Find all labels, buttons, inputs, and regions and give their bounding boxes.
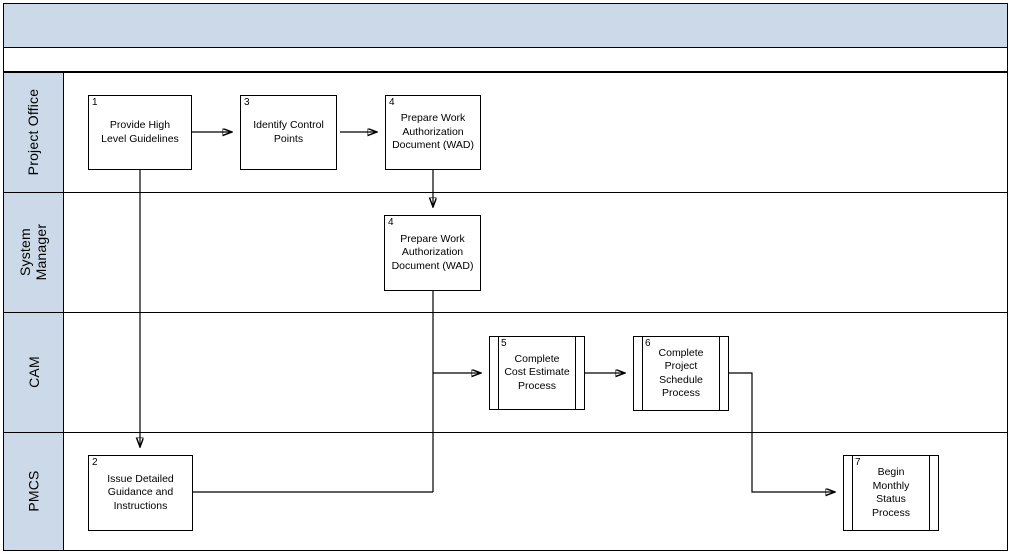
lane-label-system-manager: System Manager — [17, 224, 50, 281]
node-label: Issue Detailed Guidance and Instructions — [107, 472, 174, 512]
node-complete-cost-estimate-process[interactable]: 5 Complete Cost Estimate Process — [489, 336, 585, 410]
node-number: 4 — [389, 97, 395, 108]
lane-header-pmcs: PMCS — [4, 433, 64, 550]
node-provide-high-level-guidelines[interactable]: 1 Provide High Level Guidelines — [88, 95, 192, 170]
phase-band — [3, 48, 1008, 72]
lane-header-project-office: Project Office — [4, 73, 64, 192]
node-number: 7 — [855, 457, 861, 468]
node-issue-detailed-guidance-and-instructions[interactable]: 2 Issue Detailed Guidance and Instructio… — [88, 455, 193, 531]
predefined-bar-right — [929, 456, 930, 530]
node-label: Complete Cost Estimate Process — [504, 352, 570, 392]
node-label: Provide High Level Guidelines — [101, 119, 179, 145]
lane-label-cam: CAM — [25, 356, 42, 389]
lane-header-cam: CAM — [4, 313, 64, 432]
predefined-bar-right — [719, 337, 720, 410]
node-identify-control-points[interactable]: 3 Identify Control Points — [240, 95, 337, 170]
predefined-bar-right — [575, 337, 576, 409]
node-begin-monthly-status-process[interactable]: 7 Begin Monthly Status Process — [843, 455, 939, 531]
lane-system-manager: System Manager — [3, 193, 1008, 313]
predefined-bar-left — [498, 337, 499, 409]
node-number: 3 — [244, 97, 250, 108]
lane-header-system-manager: System Manager — [4, 193, 64, 312]
node-number: 1 — [92, 97, 98, 108]
node-number: 6 — [645, 338, 651, 349]
predefined-bar-left — [852, 456, 853, 530]
pool-title-band — [3, 3, 1008, 48]
node-prepare-wad-system-manager[interactable]: 4 Prepare Work Authorization Document (W… — [384, 215, 481, 291]
node-label: Complete Project Schedule Process — [658, 346, 704, 400]
node-complete-project-schedule-process[interactable]: 6 Complete Project Schedule Process — [633, 336, 729, 411]
node-number: 2 — [92, 457, 98, 468]
predefined-bar-left — [642, 337, 643, 410]
node-label: Begin Monthly Status Process — [872, 466, 910, 519]
node-label: Prepare Work Authorization Document (WAD… — [391, 232, 474, 272]
node-number: 4 — [388, 217, 394, 228]
node-number: 5 — [501, 338, 507, 349]
node-label: Prepare Work Authorization Document (WAD… — [392, 112, 474, 152]
node-prepare-wad-project-office[interactable]: 4 Prepare Work Authorization Document (W… — [385, 95, 481, 170]
lane-label-project-office: Project Office — [25, 89, 42, 176]
lane-label-pmcs: PMCS — [25, 470, 42, 513]
node-label: Identify Control Points — [253, 119, 324, 145]
